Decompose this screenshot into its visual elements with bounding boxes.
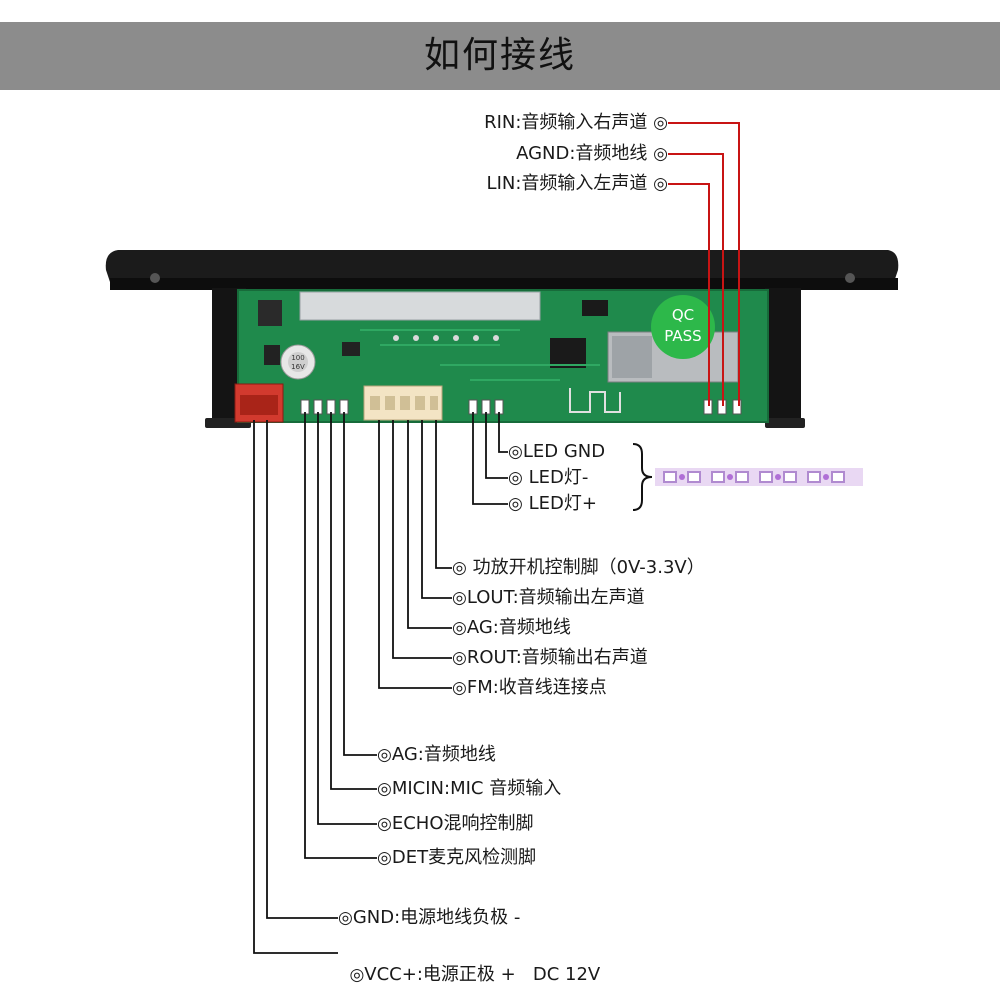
label-lin: LIN:音频输入左声道 ◎ xyxy=(487,173,668,195)
label-echo: ◎ECHO混响控制脚 xyxy=(377,813,534,835)
label-fm: ◎FM:收音线连接点 xyxy=(452,677,607,699)
terminal-ring-icon: ◎ xyxy=(508,442,523,462)
label-lout: ◎LOUT:音频输出左声道 xyxy=(452,587,645,609)
terminal-ring-icon: ◎ xyxy=(452,618,467,638)
label-rin: RIN:音频输入右声道 ◎ xyxy=(484,112,668,134)
label-led-plus-text: LED灯+ xyxy=(528,493,597,514)
label-lin-text: LIN:音频输入左声道 xyxy=(486,173,648,194)
module-frame xyxy=(105,250,899,428)
label-led-plus: ◎ LED灯+ xyxy=(508,493,597,515)
terminal-ring-icon: ◎ xyxy=(349,965,365,985)
label-led-gnd: ◎LED GND xyxy=(508,441,605,463)
terminal-ring-icon: ◎ xyxy=(377,745,392,765)
terminal-ring-icon: ◎ xyxy=(452,648,467,668)
label-micin: ◎MICIN:MIC 音频输入 xyxy=(377,778,561,800)
badge-line2: PASS xyxy=(664,327,701,345)
terminal-ring-icon: ◎ xyxy=(452,558,467,578)
label-micin-text: MICIN:MIC 音频输入 xyxy=(391,778,562,799)
terminal-ring-icon: ◎ xyxy=(653,113,668,133)
input-wires xyxy=(668,122,740,406)
terminal-ring-icon: ◎ xyxy=(653,174,668,194)
terminal-ring-icon: ◎ xyxy=(338,908,353,928)
page-title: 如何接线 xyxy=(423,35,576,76)
label-rin-text: RIN:音频输入右声道 xyxy=(484,112,648,133)
capacitor-value: 100 xyxy=(291,354,304,362)
label-det-text: DET麦克风检测脚 xyxy=(391,847,537,868)
label-ag-mid-text: AG:音频地线 xyxy=(466,617,571,638)
label-fm-text: FM:收音线连接点 xyxy=(466,677,607,698)
terminal-ring-icon: ◎ xyxy=(452,678,467,698)
terminal-ring-icon: ◎ xyxy=(653,144,668,164)
label-led-minus-text: LED灯- xyxy=(528,467,589,488)
terminal-ring-icon: ◎ xyxy=(377,779,392,799)
label-vcc: ◎VCC+:电源正极 + DC 12V xyxy=(338,942,600,986)
label-echo-text: ECHO混响控制脚 xyxy=(391,813,534,834)
terminal-ring-icon: ◎ xyxy=(377,814,392,834)
label-gnd-text: GND:电源地线负极 - xyxy=(352,907,521,928)
label-ag-mid: ◎AG:音频地线 xyxy=(452,617,571,639)
label-amp-ctrl-text: 功放开机控制脚（0V-3.3V） xyxy=(472,557,705,578)
label-ag-low-text: AG:音频地线 xyxy=(391,744,496,765)
label-agnd-top: AGND:音频地线 ◎ xyxy=(516,143,668,165)
label-led-minus: ◎ LED灯- xyxy=(508,467,588,489)
label-led-gnd-text: LED GND xyxy=(522,441,606,462)
label-lout-text: LOUT:音频输出左声道 xyxy=(466,587,645,608)
capacitor-voltage: 16V xyxy=(291,363,305,371)
badge-line1: QC xyxy=(672,306,694,324)
label-amp-ctrl: ◎ 功放开机控制脚（0V-3.3V） xyxy=(452,557,705,579)
label-rout-text: ROUT:音频输出右声道 xyxy=(466,647,648,668)
title-banner: 如何接线 xyxy=(0,22,1000,90)
output-wires xyxy=(253,412,508,954)
label-ag-low: ◎AG:音频地线 xyxy=(377,744,496,766)
terminal-ring-icon: ◎ xyxy=(452,588,467,608)
led-brace xyxy=(632,443,653,511)
label-agnd-top-text: AGND:音频地线 xyxy=(516,143,648,164)
label-rout: ◎ROUT:音频输出右声道 xyxy=(452,647,648,669)
led-strip xyxy=(655,468,863,486)
terminal-ring-icon: ◎ xyxy=(508,468,523,488)
label-det: ◎DET麦克风检测脚 xyxy=(377,847,536,869)
terminal-ring-icon: ◎ xyxy=(377,848,392,868)
label-vcc-text: VCC+:电源正极 + DC 12V xyxy=(364,964,601,985)
qc-pass-badge xyxy=(651,295,715,359)
pcb-board: 100 16V QC PASS xyxy=(234,289,769,423)
label-gnd: ◎GND:电源地线负极 - xyxy=(338,907,520,929)
terminal-ring-icon: ◎ xyxy=(508,494,523,514)
